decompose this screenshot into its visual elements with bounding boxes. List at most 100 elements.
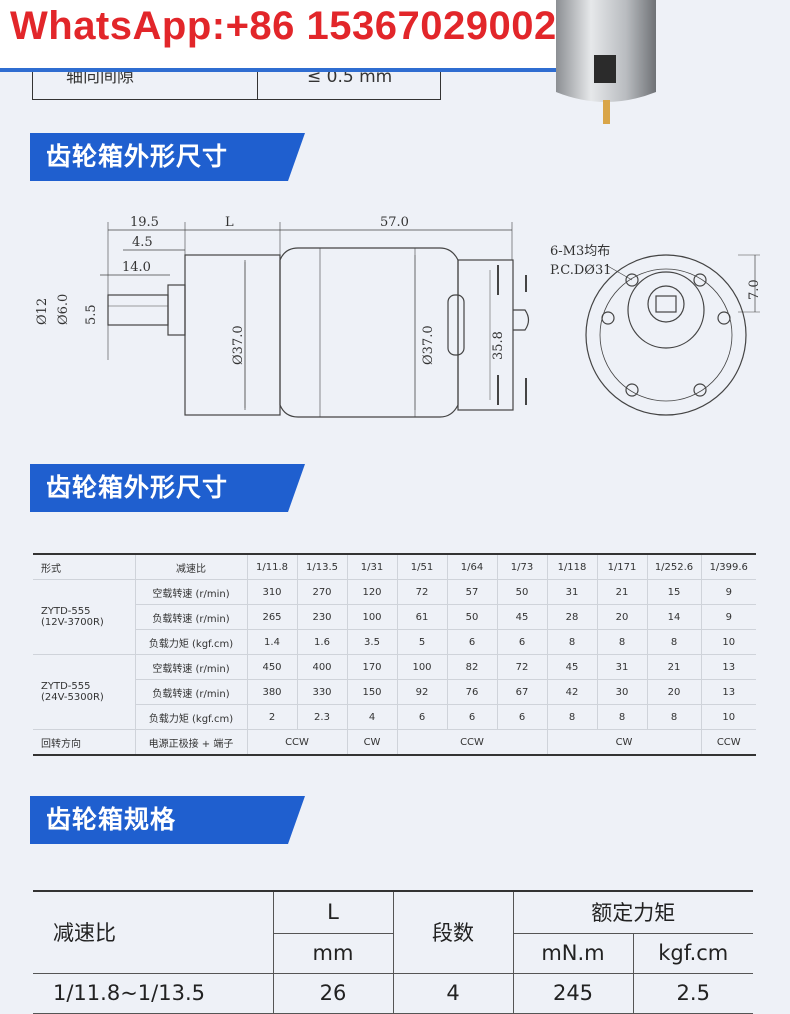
value-cell: 31 [596,654,647,680]
rotation-value: CW [346,729,397,756]
row-label: 负载转速 (r/min) [134,679,247,705]
value-cell: 20 [646,679,701,705]
header-cell: 1/11.8 [246,553,297,580]
value-cell: 6 [396,704,447,730]
dim-14-0: 14.0 [122,260,151,275]
row-label: 空载转速 (r/min) [134,654,247,680]
value-cell: 82 [446,654,497,680]
value-cell: 1.4 [246,629,297,655]
value-cell: 400 [296,654,347,680]
value-cell: 2 [246,704,297,730]
row-label: 空载转速 (r/min) [134,579,247,605]
rotation-label: 回转方向 [33,729,135,756]
value-cell: 6 [446,704,497,730]
dim-l: L [225,215,234,230]
cell-ratio: 1/11.8~1/13.5 [33,972,274,1014]
dim-6-m3: 6-M3均布 [550,244,610,259]
header-cell: 1/171 [596,553,647,580]
header-l: L [273,890,394,934]
value-cell: 92 [396,679,447,705]
value-cell: 72 [496,654,547,680]
value-cell: 6 [496,629,547,655]
model-voltage: (12V-3700R) [41,617,104,628]
model-voltage: (24V-5300R) [41,692,104,703]
value-cell: 450 [246,654,297,680]
dim-4-5: 4.5 [132,235,153,250]
section-header-dimensions: 齿轮箱外形尺寸 [30,133,305,181]
motor-photo [556,0,790,128]
header-cell: 1/13.5 [296,553,347,580]
axial-clearance-value: ≤ 0.5 mm [307,67,393,87]
value-cell: 28 [546,604,597,630]
value-cell: 8 [596,629,647,655]
value-cell: 170 [346,654,397,680]
value-cell: 67 [496,679,547,705]
table-row: 1/11.8~1/13.5 26 4 245 2.5 [33,972,753,1014]
value-cell: 310 [246,579,297,605]
table-edge-left [32,55,33,99]
row-label: 负载力矩 (kgf.cm) [134,704,247,730]
header-mm: mm [273,932,394,974]
header-cell: 1/51 [396,553,447,580]
header-cell: 1/31 [346,553,397,580]
value-cell: 100 [396,654,447,680]
header-cell: 1/252.6 [646,553,701,580]
value-cell: 100 [346,604,397,630]
section-title: 齿轮箱外形尺寸 [46,473,229,502]
value-cell: 8 [646,704,701,730]
value-cell: 15 [646,579,701,605]
gearbox-spec-table: 减速比 L 段数 额定力矩 mm mN.m kgf.cm 1/11.8~1/13… [33,890,753,1014]
dim-57-0: 57.0 [380,215,409,230]
whatsapp-banner: WhatsApp:+86 15367029002 [0,0,640,72]
header-mnm: mN.m [513,932,634,974]
cell-stages: 4 [393,972,514,1014]
model-name: ZYTD-555 [41,681,91,692]
cell-mnm: 245 [513,972,634,1014]
value-cell: 50 [446,604,497,630]
value-cell: 14 [646,604,701,630]
rotation-row: 回转方向 电源正极接 + 端子 CCW CW CCW CW CCW [33,729,756,756]
value-cell: 61 [396,604,447,630]
rotation-value: CCW [246,729,347,756]
table-divider [257,55,258,99]
value-cell: 50 [496,579,547,605]
row-label: 负载力矩 (kgf.cm) [134,629,247,655]
value-cell: 45 [546,654,597,680]
value-cell: 330 [296,679,347,705]
model-cell: ZYTD-555(12V-3700R) [33,579,135,655]
value-cell: 31 [546,579,597,605]
header-ratio: 减速比 [33,890,274,974]
value-cell: 3.5 [346,629,397,655]
axial-clearance-label: 轴向间隙 [66,67,134,87]
header-cell: 形式 [33,553,135,580]
section-header-specs: 齿轮箱规格 [30,796,305,844]
header-cell: 减速比 [134,553,247,580]
header-cell: 1/73 [496,553,547,580]
rotation-sub: 电源正极接 + 端子 [134,729,247,756]
rotation-value: CW [546,729,701,756]
value-cell: 2.3 [296,704,347,730]
header-cell: 1/399.6 [700,553,756,580]
header-cell: 1/64 [446,553,497,580]
value-cell: 150 [346,679,397,705]
value-cell: 72 [396,579,447,605]
row-label: 负载转速 (r/min) [134,604,247,630]
gear-ratio-table: 形式 减速比 1/11.8 1/13.5 1/31 1/51 1/64 1/73… [33,553,756,756]
dim-19-5: 19.5 [130,215,159,230]
value-cell: 230 [296,604,347,630]
value-cell: 9 [700,579,756,605]
value-cell: 9 [700,604,756,630]
header-kgfcm: kgf.cm [633,932,753,974]
value-cell: 30 [596,679,647,705]
value-cell: 8 [596,704,647,730]
dim-7-0: 7.0 [747,279,762,300]
value-cell: 21 [646,654,701,680]
dim-5-5: 5.5 [84,304,99,325]
section-title: 齿轮箱外形尺寸 [46,142,229,171]
cell-l: 26 [273,972,394,1014]
value-cell: 380 [246,679,297,705]
dim-35-8: 35.8 [491,331,506,360]
